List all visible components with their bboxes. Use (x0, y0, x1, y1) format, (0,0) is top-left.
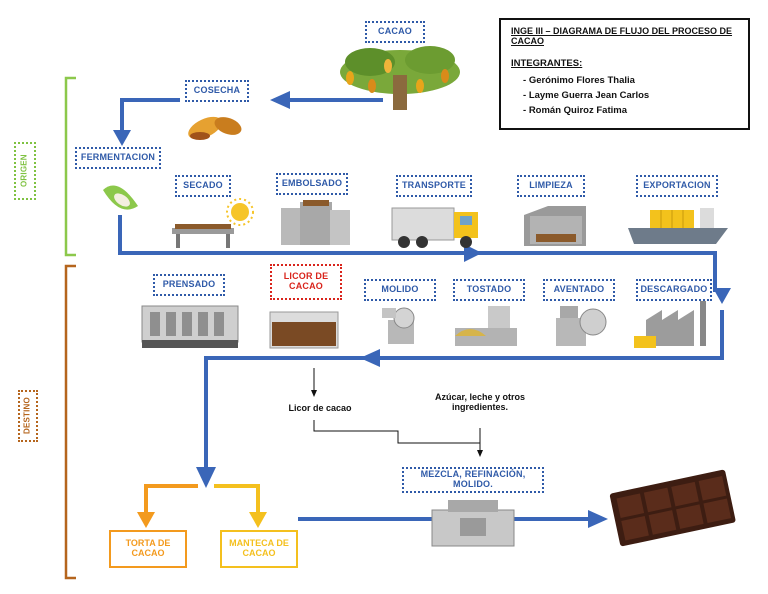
members-list: Gerónimo Flores Thalia Layme Guerra Jean… (523, 75, 738, 116)
destination-bracket (64, 264, 76, 580)
member-item: Layme Guerra Jean Carlos (523, 90, 738, 101)
cocoa-pods-image (188, 116, 242, 140)
fermentation-leaf-image (103, 185, 138, 210)
manteca-de-cacao-box: MANTECA DE CACAO (220, 530, 298, 568)
winnower-image (556, 306, 607, 346)
step-aventado-label: AVENTADO (543, 279, 615, 301)
members-label: INTEGRANTES: (511, 58, 583, 69)
factory-image (634, 300, 706, 348)
cacao-tree-image (340, 46, 460, 110)
step-molido-label: MOLIDO (364, 279, 436, 301)
diagram-title: INGE III – DIAGRAMA DE FLUJO DEL PROCESO… (511, 26, 733, 46)
step-tostado-label: TOSTADO (453, 279, 525, 301)
step-limpieza-label: LIMPIEZA (517, 175, 585, 197)
mixer-machine-image (431, 500, 515, 547)
drying-image (172, 198, 254, 248)
step-mezcla-label: MEZCLA, REFINACIÓN, MOLIDO. (402, 467, 544, 493)
chocolate-bar-image (609, 469, 736, 547)
licor-note: Licor de cacao (288, 403, 352, 413)
step-transporte-label: TRANSPORTE (396, 175, 472, 197)
member-item: Román Quiroz Fatima (523, 105, 738, 116)
destination-side-label: DESTINO (18, 390, 38, 442)
roaster-image (455, 306, 517, 346)
step-cosecha-label: COSECHA (185, 80, 249, 102)
step-descargado-label: DESCARGADO (636, 279, 712, 301)
step-secado-label: SECADO (175, 175, 231, 197)
cleaning-machine-image (524, 206, 586, 246)
truck-image (391, 207, 478, 248)
step-cacao-label: CACAO (365, 21, 425, 43)
torta-de-cacao-box: TORTA DE CACAO (109, 530, 187, 568)
press-machine-image (141, 305, 239, 348)
step-embolsado-label: EMBOLSADO (276, 173, 348, 195)
azucar-note: Azúcar, leche y otros ingredientes. (434, 392, 526, 412)
origin-side-label: ORIGEN (14, 142, 36, 200)
step-exportacion-label: EXPORTACION (636, 175, 718, 197)
title-box: INGE III – DIAGRAMA DE FLUJO DEL PROCESO… (499, 18, 750, 130)
member-item: Gerónimo Flores Thalia (523, 75, 738, 86)
liquor-tank-image (269, 311, 339, 349)
origin-bracket (64, 76, 76, 257)
ship-image (628, 208, 728, 244)
step-prensado-label: PRENSADO (153, 274, 225, 296)
grinder-image (382, 307, 415, 344)
step-fermentacion-label: FERMENTACION (75, 147, 161, 169)
bags-image (281, 200, 350, 245)
step-licor-label: LICOR DE CACAO (270, 264, 342, 300)
